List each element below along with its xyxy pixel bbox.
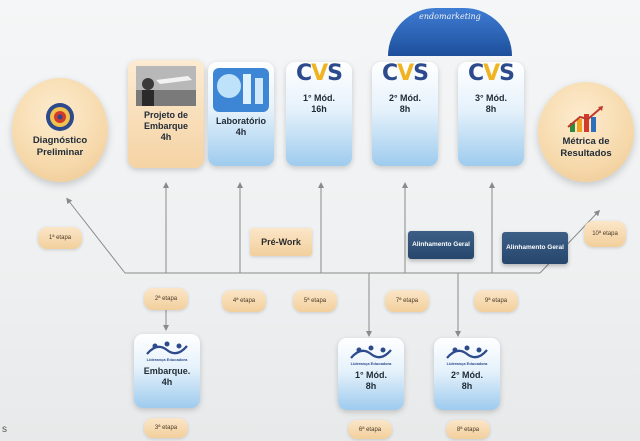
card-bottom-mod2-hours: 8h — [461, 381, 473, 391]
card-mod1-title: 1° Mód. — [302, 93, 336, 103]
metrica-title: Métrica de — [562, 135, 610, 147]
lideranca-logo-icon: Liderança Educadora — [350, 345, 392, 366]
etapa-4-pill: 4ª etapa — [222, 290, 266, 312]
endomarketing-arc — [388, 8, 512, 56]
card-mod3: CVS 3° Mód. 8h — [458, 62, 524, 166]
cvs-logo: CVS — [295, 61, 343, 86]
etapa-2-pill: 2ª etapa — [144, 288, 188, 310]
card-mod2: CVS 2° Mód. 8h — [372, 62, 438, 166]
airport-photo-icon — [136, 66, 196, 106]
card-mod1: CVS 1° Mód. 16h — [286, 62, 352, 166]
card-projeto-embarque: Projeto de Embarque 4h — [128, 60, 204, 168]
corner-mark: s — [2, 424, 7, 435]
etapa-3-pill: 3ª etapa — [144, 418, 188, 438]
prework-box: Pré-Work — [250, 228, 312, 256]
endomarketing-label: endomarketing — [419, 12, 481, 21]
cvs-logo: CVS — [467, 61, 515, 86]
etapa-6-pill: 6ª etapa — [348, 420, 392, 439]
target-icon — [46, 102, 74, 131]
etapa-9-pill: 9ª etapa — [474, 290, 518, 312]
card-mod2-hours: 8h — [399, 104, 411, 114]
diagnostico-node: Diagnóstico Preliminar — [12, 78, 108, 182]
lideranca-logo-text: Liderança Educadora — [147, 357, 188, 362]
card-mod2-title: 2° Mód. — [388, 93, 422, 103]
card-bottom-mod2-title: 2° Mód. — [450, 370, 484, 380]
card-mod1-hours: 16h — [311, 104, 327, 114]
card-laboratorio-title: Laboratório — [215, 116, 266, 126]
lab-flask-icon — [213, 68, 269, 112]
diagnostico-title: Diagnóstico — [32, 134, 88, 146]
card-embarque: Liderança Educadora Embarque. 4h — [134, 334, 200, 408]
metrica-subtitle: Resultados — [560, 147, 612, 159]
arrow-to-diagnostico — [66, 197, 126, 274]
card-bottom-mod2: Liderança Educadora 2° Mód. 8h — [434, 338, 500, 410]
card-mod3-title: 3° Mód. — [474, 93, 508, 103]
card-projeto-subtitle: Embarque — [143, 121, 188, 131]
card-projeto-hours: 4h — [160, 132, 172, 142]
lideranca-logo-icon: Liderança Educadora — [146, 341, 188, 362]
etapa-7-pill: 7ª etapa — [385, 290, 429, 312]
card-laboratorio-hours: 4h — [235, 127, 247, 137]
card-projeto-title: Projeto de — [143, 110, 188, 120]
alinhamento-box-2: Alinhamento Geral — [502, 232, 568, 264]
card-embarque-title: Embarque. — [143, 366, 191, 376]
etapa-1-pill: 1ª etapa — [38, 227, 82, 249]
card-mod3-hours: 8h — [485, 104, 497, 114]
card-bottom-mod1-hours: 8h — [365, 381, 377, 391]
card-bottom-mod1-title: 1° Mód. — [354, 370, 388, 380]
etapa-8-pill: 8ª etapa — [446, 420, 490, 439]
lideranca-logo-icon: Liderança Educadora — [446, 345, 488, 366]
etapa-5-pill: 5ª etapa — [293, 290, 337, 312]
lideranca-logo-text: Liderança Educadora — [351, 361, 392, 366]
alinhamento-box-1: Alinhamento Geral — [408, 231, 474, 259]
card-bottom-mod1: Liderança Educadora 1° Mód. 8h — [338, 338, 404, 410]
bar-chart-icon — [567, 105, 603, 132]
lideranca-logo-text: Liderança Educadora — [447, 361, 488, 366]
diagnostico-subtitle: Preliminar — [36, 146, 84, 158]
cvs-logo: CVS — [381, 61, 429, 86]
etapa-10-pill: 10ª etapa — [584, 221, 626, 247]
metrica-node: Métrica de Resultados — [538, 82, 634, 182]
card-laboratorio: Laboratório 4h — [208, 62, 274, 166]
card-embarque-hours: 4h — [161, 377, 173, 387]
